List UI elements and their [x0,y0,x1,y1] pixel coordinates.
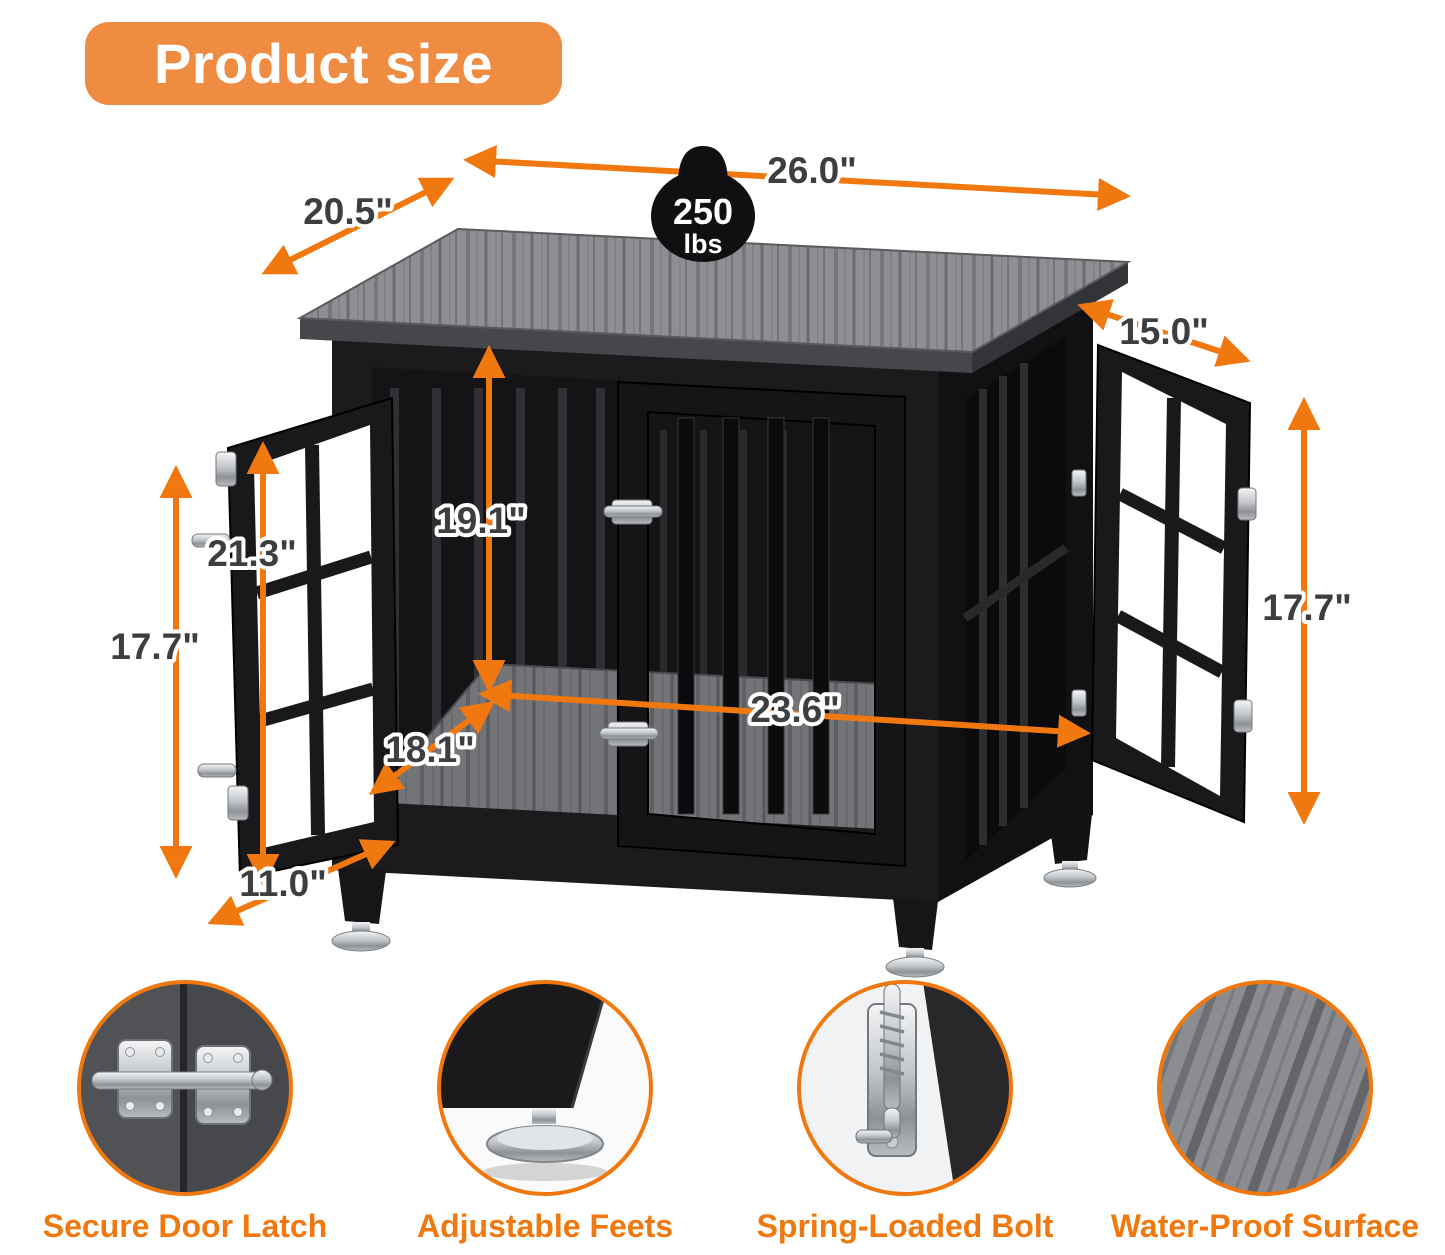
arrow-left-door-width [207,839,396,926]
page-title: Product size [154,32,493,95]
feature-ring [77,980,293,1196]
arrow-inner-width [478,679,1091,748]
right-door [1090,343,1257,824]
dim-inner-height: 19.1" [436,500,526,541]
feature-adjustable-feet: Adjustable Feets [417,980,673,1244]
arrow-top-width [463,145,1131,211]
arrow-top-depth [261,177,455,275]
feature-secure-door-latch: Secure Door Latch [43,980,328,1244]
feature-ring [437,980,653,1196]
dim-left-door-width: 11.0" [239,863,327,904]
dim-inner-width: 23.6" [750,689,840,730]
side-hinge [1071,689,1087,717]
dimension-arrows [159,145,1321,926]
feature-ring [797,980,1013,1196]
dim-top-depth: 20.5" [303,191,393,232]
crate-illustration [191,227,1257,978]
feature-spring-loaded-bolt: Spring-Loaded Bolt [757,980,1054,1244]
feature-ring [1157,980,1373,1196]
dim-top-width: 26.0" [767,150,857,191]
feature-water-proof-surface: Water-Proof Surface [1111,980,1419,1244]
weight-capacity-icon: 250 lbs [651,146,755,262]
feature-label-spring-loaded-bolt: Spring-Loaded Bolt [757,1208,1054,1244]
dim-inner-depth: 18.1" [385,729,475,770]
dim-right-door-width: 15.0" [1119,311,1209,352]
weight-unit: lbs [683,229,722,259]
title-badge: Product size [85,22,562,105]
dimension-labels: 26.0" 20.5" 15.0" 21.3" 17.7" 19.1" 17.7… [106,146,1356,908]
right-door-hinge [1233,699,1253,733]
dim-overall-height: 21.3" [207,533,297,574]
feature-label-secure-door-latch: Secure Door Latch [43,1208,328,1244]
crate-right-side [938,302,1093,902]
right-door-hinge [1237,487,1257,521]
arrow-right-door-width [1077,299,1251,367]
left-door-bolt [197,763,237,778]
feature-label-water-proof-surface: Water-Proof Surface [1111,1208,1419,1244]
left-door [191,396,400,880]
weight-value: 250 [673,191,733,232]
side-hinge [1071,469,1087,497]
dim-left-door-height: 17.7" [110,626,200,667]
left-door-hinge [227,785,249,821]
arrow-inner-depth [369,701,495,795]
left-door-hinge [215,451,237,487]
feature-label-adjustable-feet: Adjustable Feets [417,1208,673,1244]
latch-screws [125,1047,243,1117]
dim-right-door-height: 17.7" [1262,587,1352,628]
